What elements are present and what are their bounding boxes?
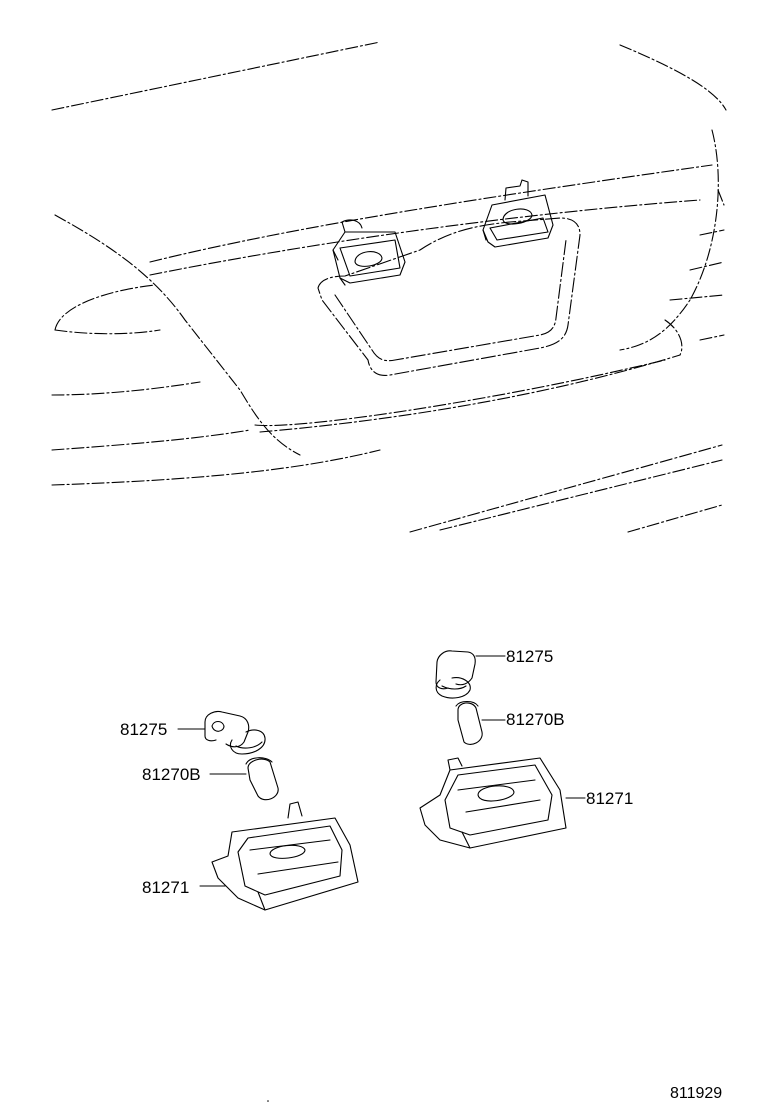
callout-left-lens: 81271 <box>142 878 190 897</box>
callout-right-lens: 81271 <box>586 789 634 808</box>
right-bulb-81270b <box>455 700 506 745</box>
callout-left-bulb: 81270B <box>142 765 201 784</box>
callout-right-bulb: 81270B <box>506 710 565 729</box>
left-bulb-81270b <box>209 757 279 801</box>
right-socket-holder-81275 <box>435 650 506 699</box>
callout-right-socket-holder: 81275 <box>506 647 554 666</box>
installed-license-lamp-left <box>332 219 406 286</box>
callout-left-socket-holder: 81275 <box>120 720 168 739</box>
license-plate-recess <box>317 217 581 376</box>
diagram-code: 811929 <box>670 1085 723 1102</box>
left-lens-81271 <box>199 801 359 911</box>
stray-dot <box>267 1100 269 1102</box>
vehicle-rear-phantom-outline <box>51 41 727 533</box>
installed-license-lamp-right <box>482 179 554 248</box>
right-lens-81271 <box>419 757 586 849</box>
left-socket-holder-81275 <box>177 710 266 755</box>
